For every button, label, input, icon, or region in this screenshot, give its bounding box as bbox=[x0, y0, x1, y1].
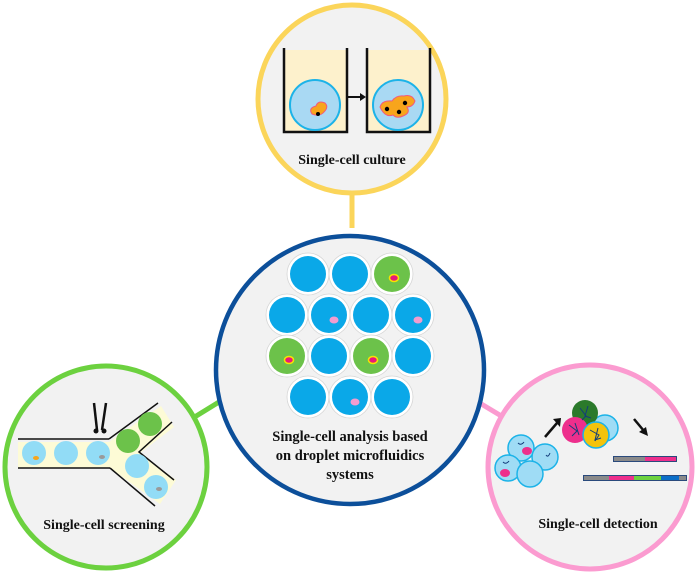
connector-screening bbox=[191, 399, 221, 421]
cell bbox=[350, 398, 360, 406]
arrow-up-right-icon bbox=[544, 418, 561, 438]
droplet-empty bbox=[374, 379, 410, 415]
center-title-line-2: on droplet microfluidics bbox=[276, 448, 425, 464]
cell bbox=[329, 316, 339, 324]
droplet-positive bbox=[353, 338, 389, 374]
detection-ring bbox=[485, 362, 695, 572]
droplet-sorted-green bbox=[116, 429, 140, 453]
sequence-read-bar bbox=[613, 456, 677, 462]
cell bbox=[388, 273, 400, 283]
single-cell-icon bbox=[310, 101, 328, 116]
cell bbox=[413, 316, 423, 324]
cell-cluster-icon bbox=[494, 434, 559, 488]
droplet-with-cell bbox=[311, 297, 347, 333]
cell-cluster-icon bbox=[379, 95, 416, 118]
screening-panel: Single-cell screening bbox=[2, 363, 210, 571]
screening-title: Single-cell screening bbox=[43, 518, 164, 533]
droplet bbox=[22, 441, 46, 465]
droplet-positive bbox=[269, 338, 305, 374]
droplet-empty bbox=[395, 338, 431, 374]
cell bbox=[367, 355, 379, 365]
droplet-sorted-green bbox=[138, 412, 162, 436]
droplet-grid bbox=[265, 252, 435, 419]
droplet-empty bbox=[332, 256, 368, 292]
droplet-with-cell bbox=[332, 379, 368, 415]
sequence-read-bar bbox=[583, 475, 687, 481]
culture-well-before bbox=[282, 48, 349, 134]
detection-panel: Single-cell detection bbox=[485, 362, 695, 572]
arrow-right-icon bbox=[348, 93, 366, 101]
droplet-empty bbox=[269, 297, 305, 333]
droplet-positive bbox=[374, 256, 410, 292]
lysed-cells-icon bbox=[562, 400, 619, 449]
detection-title: Single-cell detection bbox=[538, 517, 658, 532]
sorting-electrode-icon bbox=[92, 402, 108, 434]
culture-well-after bbox=[365, 48, 432, 134]
droplet-empty bbox=[290, 256, 326, 292]
center-title-line-3: systems bbox=[326, 467, 374, 483]
center-title-line-1: Single-cell analysis based bbox=[272, 429, 428, 445]
cell bbox=[283, 355, 295, 365]
center-panel: Single-cell analysis based on droplet mi… bbox=[213, 233, 487, 507]
droplet bbox=[144, 475, 168, 499]
droplet-empty bbox=[353, 297, 389, 333]
droplet bbox=[54, 441, 78, 465]
connector-detection bbox=[476, 399, 505, 420]
culture-title: Single-cell culture bbox=[298, 153, 405, 168]
droplet bbox=[125, 454, 149, 478]
droplet-empty bbox=[311, 338, 347, 374]
droplet-with-cell bbox=[395, 297, 431, 333]
droplet-empty bbox=[290, 379, 326, 415]
arrow-down-right-icon bbox=[633, 418, 648, 436]
droplet bbox=[86, 441, 110, 465]
culture-panel: Single-cell culture bbox=[255, 2, 449, 196]
